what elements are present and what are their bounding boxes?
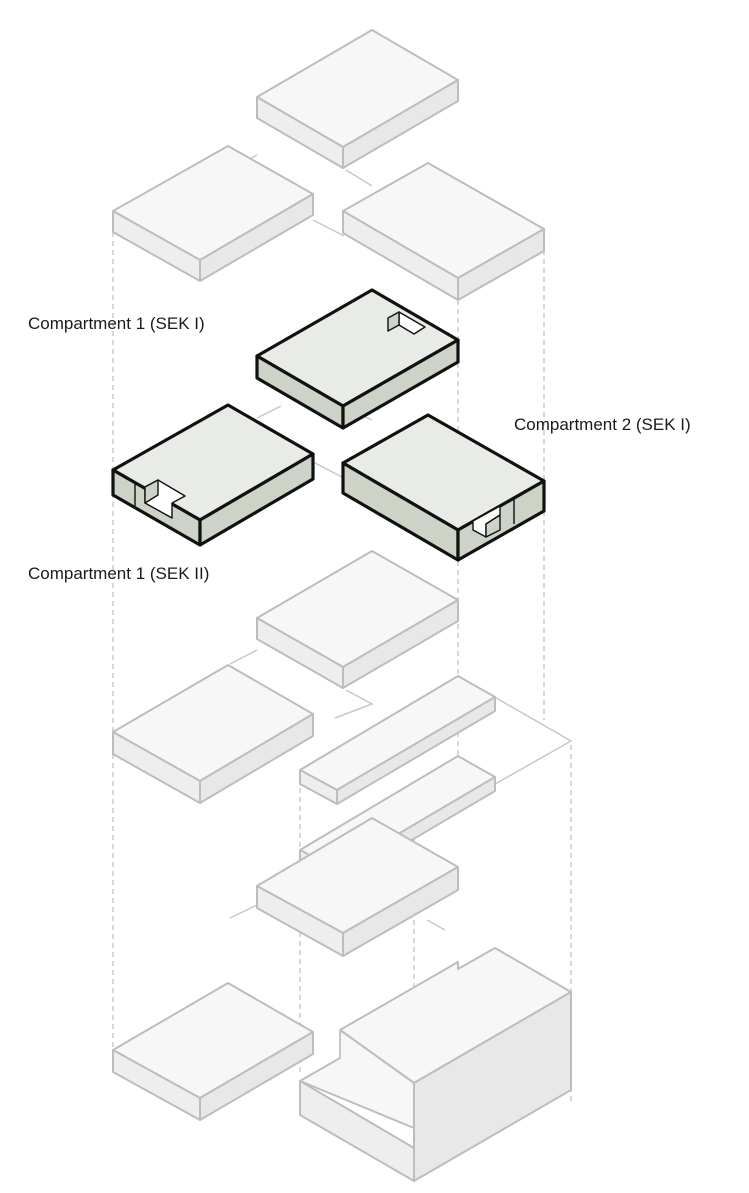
level-highlighted bbox=[111, 288, 546, 562]
ghost-block bbox=[342, 162, 545, 301]
level-bottom bbox=[112, 817, 572, 1182]
ghost-bar bbox=[299, 675, 496, 805]
compartment-1-sek-2-block bbox=[111, 403, 315, 547]
label-compartment-1-sek-1: Compartment 1 (SEK I) bbox=[28, 314, 205, 333]
labels: Compartment 1 (SEK I) Compartment 2 (SEK… bbox=[28, 314, 691, 583]
ghost-block bbox=[256, 29, 459, 169]
level-middle bbox=[112, 550, 496, 885]
compartment-1-sek-1-block bbox=[255, 288, 460, 430]
label-compartment-1-sek-2: Compartment 1 (SEK II) bbox=[28, 564, 209, 583]
ghost-block bbox=[112, 982, 314, 1121]
label-compartment-2-sek-1: Compartment 2 (SEK I) bbox=[514, 415, 691, 434]
level-top bbox=[112, 29, 545, 301]
ghost-block bbox=[256, 817, 459, 957]
ghost-block bbox=[112, 664, 314, 804]
ghost-block bbox=[112, 145, 314, 282]
ghost-block bbox=[256, 550, 459, 689]
compartment-2-sek-1-block bbox=[341, 413, 546, 562]
ghost-tall-block bbox=[299, 947, 572, 1182]
